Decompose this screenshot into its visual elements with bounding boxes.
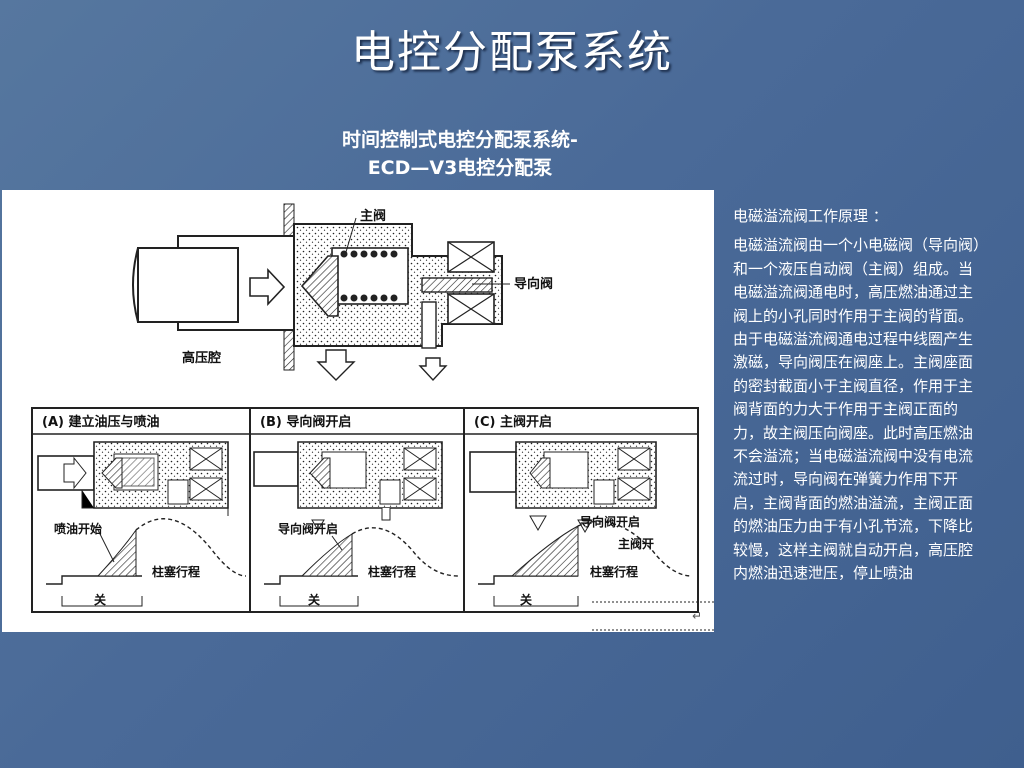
main-spring [340, 250, 398, 302]
plunger-stroke-label-c: 柱塞行程 [590, 564, 638, 579]
plunger-stroke-label-a: 柱塞行程 [152, 564, 200, 579]
main-open-label: 主阀开 [618, 536, 654, 551]
high-pressure-chamber-label: 高压腔 [182, 350, 221, 366]
main-valve-label: 主阀 [360, 208, 386, 224]
panel-a-title: (A) 建立油压与喷油 [42, 414, 159, 430]
panel-c-title: (C) 主阀开启 [474, 414, 552, 430]
diagram-panel: 主阀 导向阀 高压腔 (A) 建立油压与喷油 (B) 导向阀开启 (C) 主阀开… [2, 190, 714, 632]
explanation-body: 电磁溢流阀由一个小电磁阀（导向阀）和一个液压自动阀（主阀）组成。当电磁溢流阀通电… [733, 236, 981, 583]
panel-b-stage: 导向阀开启 柱塞行程 关 [253, 441, 459, 607]
off-label-b: 关 [308, 592, 320, 607]
panel-a-stage: 喷油开始 柱塞行程 关 [37, 441, 247, 607]
slide-title: 电控分配泵系统 [351, 27, 673, 78]
panel-c-stage: 导向阀开启 主阀开 柱塞行程 关 ↵ [469, 441, 714, 631]
slide-subtitle: 时间控制式电控分配泵系统- ECD—V3电控分配泵 [250, 126, 670, 182]
panel-b-title: (B) 导向阀开启 [260, 414, 351, 430]
injection-start-label: 喷油开始 [54, 521, 102, 536]
main-valve-diagram: 主阀 导向阀 高压腔 [132, 203, 553, 382]
pilot-open-label-c: 导向阀开启 [580, 514, 640, 529]
subtitle-line-1: 时间控制式电控分配泵系统- [342, 129, 578, 151]
explanation-text: 电磁溢流阀工作原理 ： 电磁溢流阀由一个小电磁阀（导向阀）和一个液压自动阀（主阀… [733, 205, 983, 592]
pilot-valve-label: 导向阀 [514, 276, 553, 292]
subtitle-line-2: ECD—V3电控分配泵 [367, 157, 553, 179]
explanation-heading: 电磁溢流阀工作原理 ： [733, 207, 888, 225]
plunger-stroke-label-b: 柱塞行程 [368, 564, 416, 579]
return-mark: ↵ [692, 609, 702, 623]
pilot-open-label: 导向阀开启 [278, 521, 338, 536]
valve-diagram: 主阀 导向阀 高压腔 (A) 建立油压与喷油 (B) 导向阀开启 (C) 主阀开… [31, 203, 714, 631]
off-label-c: 关 [520, 592, 532, 607]
stage-frame [31, 407, 699, 613]
off-label-a: 关 [94, 592, 106, 607]
